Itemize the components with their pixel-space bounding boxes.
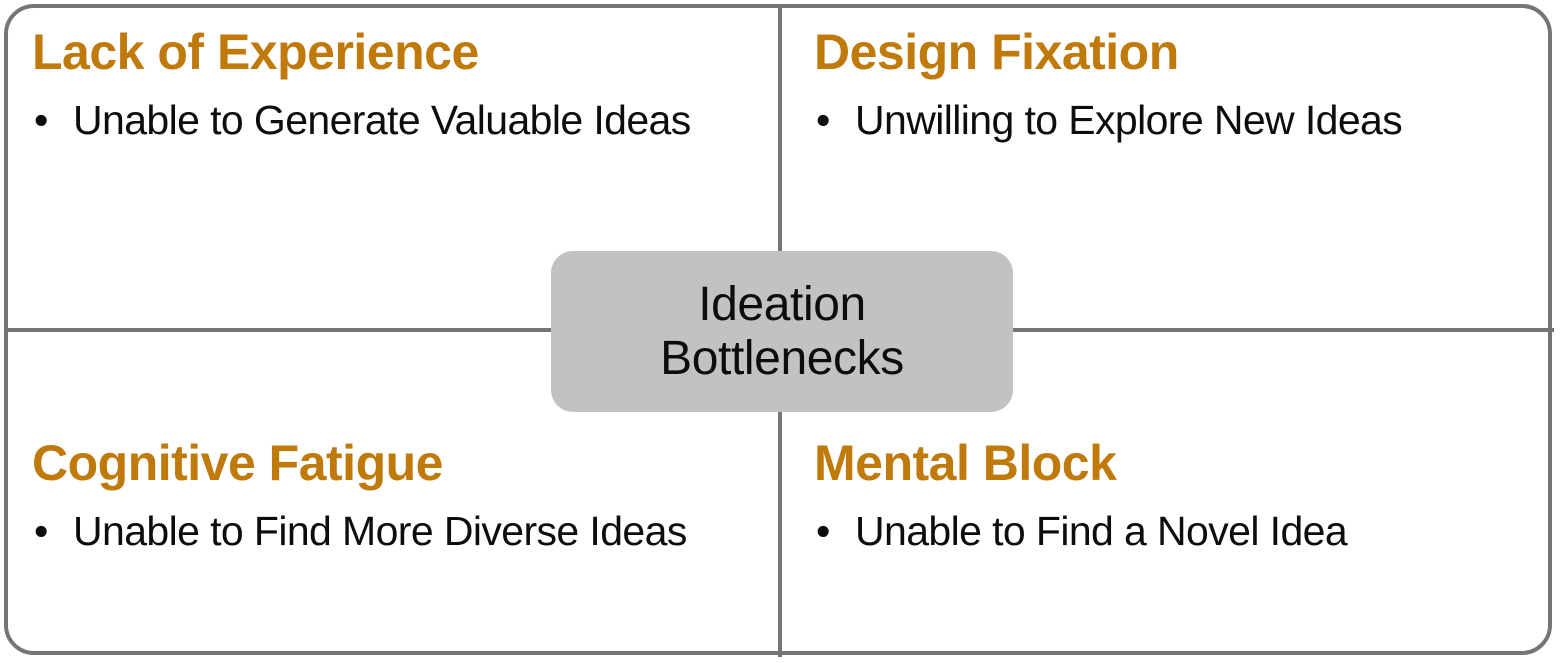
quadrant-title-design-fixation: Design Fixation [814, 24, 1179, 80]
center-node-line-1: Ideation [698, 277, 866, 331]
bullet-icon: • [816, 508, 830, 554]
list-item: • Unable to Find a Novel Idea [814, 508, 1560, 555]
bullet-icon: • [34, 97, 48, 143]
bullet-text: Unable to Generate Valuable Ideas [73, 97, 691, 143]
bullet-text: Unable to Find More Diverse Ideas [73, 508, 687, 554]
quadrant-bullet-list-top-left: • Unable to Generate Valuable Ideas [32, 97, 778, 144]
list-item: • Unwilling to Explore New Ideas [814, 97, 1560, 144]
quadrant-title-mental-block: Mental Block [814, 435, 1117, 491]
bullet-icon: • [34, 508, 48, 554]
center-node-ideation-bottlenecks: Ideation Bottlenecks [551, 251, 1013, 412]
quadrant-top-right: Design Fixation • Unwilling to Explore N… [782, 0, 1560, 330]
center-node-line-2: Bottlenecks [660, 331, 904, 385]
quadrant-bottom-right: Mental Block • Unable to Find a Novel Id… [782, 332, 1560, 662]
quadrant-bullet-list-bottom-left: • Unable to Find More Diverse Ideas [32, 508, 778, 555]
quadrant-bullet-list-top-right: • Unwilling to Explore New Ideas [814, 97, 1560, 144]
list-item: • Unable to Find More Diverse Ideas [32, 508, 778, 555]
bullet-text: Unable to Find a Novel Idea [855, 508, 1348, 554]
quadrant-bullet-list-bottom-right: • Unable to Find a Novel Idea [814, 508, 1560, 555]
bullet-text: Unwilling to Explore New Ideas [855, 97, 1403, 143]
quadrant-title-lack-of-experience: Lack of Experience [32, 24, 479, 80]
bullet-icon: • [816, 97, 830, 143]
quadrant-bottom-left: Cognitive Fatigue • Unable to Find More … [0, 332, 778, 662]
quadrant-title-cognitive-fatigue: Cognitive Fatigue [32, 435, 443, 491]
list-item: • Unable to Generate Valuable Ideas [32, 97, 778, 144]
quadrant-top-left: Lack of Experience • Unable to Generate … [0, 0, 778, 330]
